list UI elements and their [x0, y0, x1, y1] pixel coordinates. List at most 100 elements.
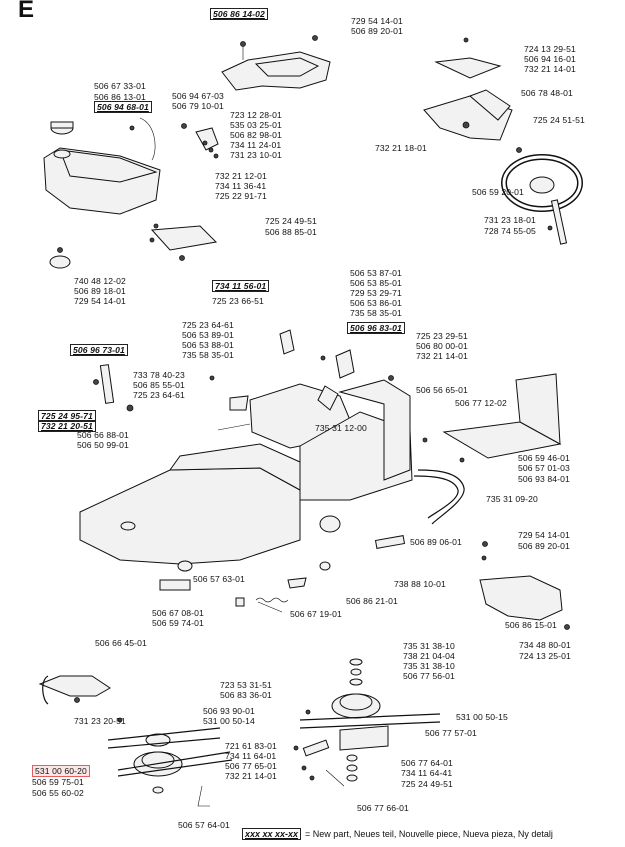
- part-number-label: 506 57 64-01: [178, 820, 230, 830]
- seat-pan-drawing: [221, 35, 331, 91]
- part-number-label: 735 31 38-10: [403, 641, 455, 651]
- part-number-label: 725 23 64-61: [133, 390, 185, 400]
- part-number-label: 506 59 74-01: [152, 618, 204, 628]
- part-number-label: 506 86 15-01: [505, 620, 557, 630]
- part-number-label: 506 53 87-01: [350, 268, 402, 278]
- part-number-label: 506 78 48-01: [521, 88, 573, 98]
- part-number-label: 506 56 65-01: [416, 385, 468, 395]
- part-number-label: 506 94 67-03: [172, 91, 224, 101]
- part-number-label: 506 86 21-01: [346, 596, 398, 606]
- part-number-label: 725 23 66-51: [212, 296, 264, 306]
- plate-drawing: [49, 223, 218, 269]
- part-number-label: 729 53 29-71: [350, 288, 402, 298]
- part-number-label: 734 11 64-01: [225, 751, 277, 761]
- part-number-label: 506 55 60-02: [32, 788, 84, 798]
- legend-code: xxx xx xx-xx: [242, 828, 302, 840]
- steering-wheel-drawing: [501, 154, 583, 245]
- part-number-label: 721 61 83-01: [225, 741, 277, 751]
- part-number-label: 732 21 18-01: [375, 143, 427, 153]
- pulley-left-drawing: [38, 675, 233, 807]
- part-number-label: 506 89 20-01: [518, 541, 570, 551]
- part-number-label: 729 54 14-01: [74, 296, 126, 306]
- part-number-label: 506 77 64-01: [401, 758, 453, 768]
- part-number-label: 740 48 12-02: [74, 276, 126, 286]
- part-number-label: 506 94 68-01: [94, 101, 152, 113]
- part-number-label: 725 24 49-51: [401, 779, 453, 789]
- part-number-label: 506 53 85-01: [350, 278, 402, 288]
- part-number-label: 735 31 12-00: [315, 423, 367, 433]
- part-number-label: 506 77 57-01: [425, 728, 477, 738]
- part-number-label: 506 85 55-01: [133, 380, 185, 390]
- part-number-label: 506 83 36-01: [220, 690, 272, 700]
- part-number-label: 506 59 75-01: [32, 777, 84, 787]
- belt-guard-drawing: [479, 541, 570, 630]
- part-number-label: 725 24 51-51: [533, 115, 585, 125]
- part-number-label: 506 77 56-01: [403, 671, 455, 681]
- part-number-label: 506 53 88-01: [182, 340, 234, 350]
- part-number-label: 506 59 20-01: [472, 187, 524, 197]
- part-number-label: 506 53 86-01: [350, 298, 402, 308]
- main-frame-drawing: [79, 379, 465, 591]
- part-number-label: 735 31 38-10: [403, 661, 455, 671]
- hardware-drawing: [93, 329, 394, 431]
- part-number-label: 734 11 64-41: [401, 768, 453, 778]
- part-number-label: 506 80 00-01: [416, 341, 468, 351]
- part-number-label: 725 23 29-51: [416, 331, 468, 341]
- part-number-label: 506 77 66-01: [357, 803, 409, 813]
- pulley-right-drawing: [293, 658, 441, 787]
- part-number-label: 506 89 06-01: [410, 537, 462, 547]
- part-number-label: 729 54 14-01: [351, 16, 403, 26]
- part-number-label: 506 93 90-01: [203, 706, 255, 716]
- part-number-label: 725 24 49-51: [265, 216, 317, 226]
- part-number-label: 506 53 89-01: [182, 330, 234, 340]
- part-number-label: 506 96 73-01: [70, 344, 128, 356]
- part-number-label: 531 00 50-14: [203, 716, 255, 726]
- part-number-label: 506 77 65-01: [225, 761, 277, 771]
- part-number-label: 506 67 19-01: [290, 609, 342, 619]
- part-number-label: 734 11 56-01: [212, 280, 270, 292]
- part-number-label: 725 22 91-71: [215, 191, 267, 201]
- part-number-label: 735 31 09-20: [486, 494, 538, 504]
- legend: xxx xx xx-xx= New part, Neues teil, Nouv…: [242, 828, 553, 840]
- bracket-drawing: [181, 123, 219, 159]
- part-number-label: 506 50 99-01: [77, 440, 129, 450]
- part-number-label: 506 77 12-02: [455, 398, 507, 408]
- part-number-label: 506 57 01-03: [518, 463, 570, 473]
- part-number-label: 738 88 10-01: [394, 579, 446, 589]
- part-number-label: 724 13 29-51: [524, 44, 576, 54]
- legend-text: = New part, Neues teil, Nouvelle piece, …: [305, 829, 553, 839]
- part-number-label: 506 66 45-01: [95, 638, 147, 648]
- part-number-label: 724 13 25-01: [519, 651, 571, 661]
- section-letter: E: [18, 0, 35, 23]
- fuel-tank-drawing: [43, 117, 161, 215]
- part-number-label: 725 24 95-71: [38, 410, 96, 422]
- foot-plate-drawing: [422, 373, 562, 463]
- part-number-label: 729 54 14-01: [518, 530, 570, 540]
- part-number-label: 732 21 20-51: [38, 420, 96, 432]
- part-number-label: 731 23 18-01: [484, 215, 536, 225]
- steering-bracket-drawing: [423, 37, 522, 153]
- part-number-label: 506 88 85-01: [265, 227, 317, 237]
- part-number-label: 728 74 55-05: [484, 226, 536, 236]
- part-number-label: 506 93 84-01: [518, 474, 570, 484]
- part-number-label: 506 96 83-01: [347, 322, 405, 334]
- part-number-label: 506 66 88-01: [77, 430, 129, 440]
- part-number-label: 732 21 14-01: [524, 64, 576, 74]
- part-number-label: 725 23 64-61: [182, 320, 234, 330]
- part-number-label: 506 86 13-01: [94, 92, 146, 102]
- part-number-label: 723 53 31-51: [220, 680, 272, 690]
- part-number-label: 734 48 80-01: [519, 640, 571, 650]
- part-number-label: 738 21 04-04: [403, 651, 455, 661]
- part-number-label: 733 78 40-23: [133, 370, 185, 380]
- part-number-label: 732 21 14-01: [416, 351, 468, 361]
- part-number-label: 734 11 36-41: [215, 181, 267, 191]
- part-number-label: 506 94 16-01: [524, 54, 576, 64]
- part-number-label: 506 79 10-01: [172, 101, 224, 111]
- part-number-label: 506 59 46-01: [518, 453, 570, 463]
- part-number-label: 506 67 08-01: [152, 608, 204, 618]
- part-number-label: 506 82 98-01: [230, 130, 282, 140]
- part-number-label: 506 89 20-01: [351, 26, 403, 36]
- shaft-drawing: [235, 535, 406, 613]
